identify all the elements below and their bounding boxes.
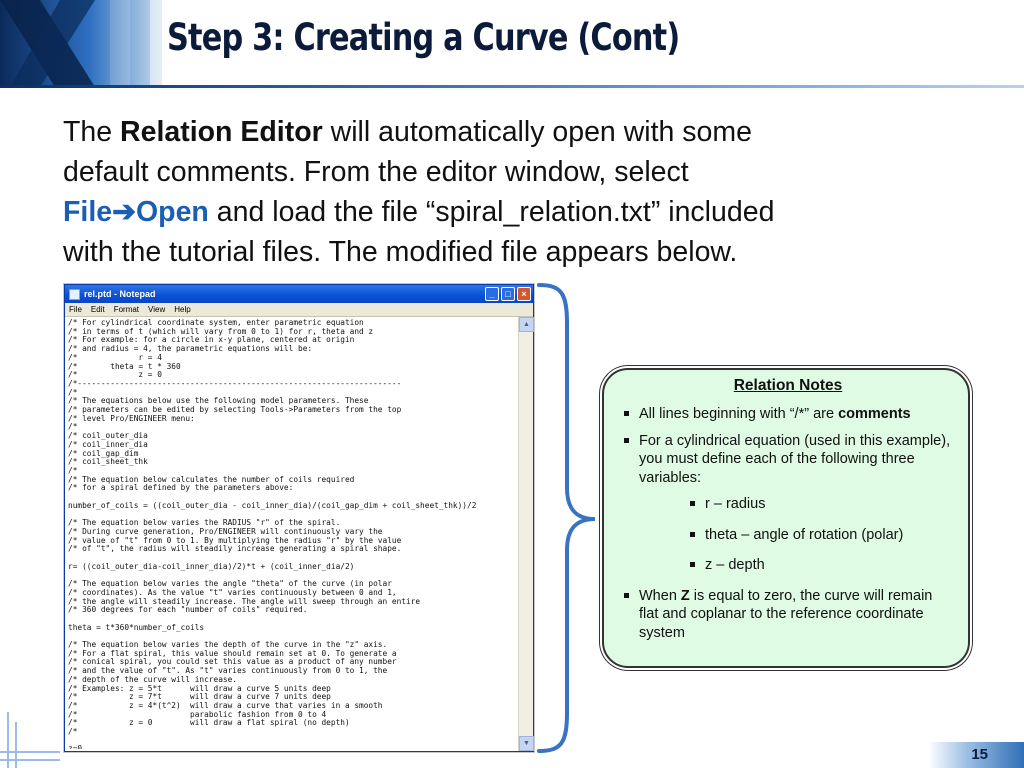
arrow-right-icon: ➔: [112, 196, 136, 228]
scroll-down-icon[interactable]: ▼: [519, 736, 534, 751]
header-divider: [0, 85, 1024, 88]
bullet-icon: [690, 531, 695, 537]
intro-text: and load the file “spiral_relation.txt” …: [208, 196, 775, 228]
note-subtext: r – radius: [705, 496, 766, 512]
header-graphic-icon: [0, 0, 162, 87]
note-subitem: r – radius: [622, 495, 954, 514]
intro-paragraph: The Relation Editor will automatically o…: [63, 112, 963, 272]
menu-edit[interactable]: Edit: [90, 305, 105, 314]
relation-editor-term: Relation Editor: [120, 116, 323, 148]
note-item: When Z is equal to zero, the curve will …: [622, 587, 954, 643]
slide-title: Step 3: Creating a Curve (Cont): [167, 16, 680, 59]
note-subtext: theta – angle of rotation (polar): [705, 526, 904, 543]
notepad-body: /* For cylindrical coordinate system, en…: [65, 317, 534, 751]
notepad-app-icon: [69, 288, 80, 300]
notepad-window: rel.ptd - Notepad _ □ × File Edit Format…: [64, 284, 534, 752]
note-item: All lines beginning with “/*” are commen…: [622, 405, 954, 424]
relation-notes-box: Relation Notes All lines beginning with …: [602, 368, 970, 668]
note-text: All lines beginning with “/*” are: [639, 406, 839, 422]
note-text: is equal to zero, the curve will remain …: [639, 587, 933, 641]
note-text: For a cylindrical equation (used in this…: [639, 432, 951, 486]
intro-line-1: The Relation Editor will automatically o…: [63, 112, 963, 152]
menu-file[interactable]: File: [69, 305, 82, 314]
maximize-icon[interactable]: □: [501, 287, 515, 301]
intro-text: will automatically open with some: [322, 116, 752, 148]
intro-line-3: File➔Open and load the file “spiral_rela…: [63, 192, 963, 232]
open-menu-term: Open: [136, 196, 209, 228]
minimize-icon[interactable]: _: [485, 287, 499, 301]
intro-line-2: default comments. From the editor window…: [63, 156, 689, 188]
bullet-icon: [624, 437, 629, 443]
note-subtext: z – depth: [705, 557, 765, 573]
page-number-bar: 15: [928, 742, 1024, 768]
close-icon[interactable]: ×: [517, 287, 531, 301]
notepad-title: rel.ptd - Notepad: [84, 289, 156, 299]
bullet-icon: [690, 562, 695, 567]
note-subitem: theta – angle of rotation (polar): [622, 526, 954, 545]
note-bold-text: comments: [838, 406, 911, 422]
scroll-up-icon[interactable]: ▲: [519, 317, 534, 332]
footer-graphic-icon: [0, 712, 60, 768]
note-subitem: z – depth: [622, 556, 954, 575]
bullet-icon: [624, 592, 629, 598]
intro-text: The: [63, 116, 121, 148]
menu-help[interactable]: Help: [174, 305, 191, 314]
bullet-icon: [624, 411, 629, 416]
bullet-icon: [690, 501, 695, 506]
note-text: When: [639, 587, 681, 604]
notepad-menubar: File Edit Format View Help: [65, 303, 533, 317]
menu-format[interactable]: Format: [113, 305, 140, 314]
slide-header: Step 3: Creating a Curve (Cont): [0, 0, 1024, 88]
notes-title: Relation Notes: [733, 377, 843, 394]
file-menu-term: File: [63, 196, 113, 228]
notepad-scrollbar[interactable]: ▲ ▼: [518, 317, 534, 751]
note-bold-text: Z: [680, 587, 690, 604]
notepad-text-area[interactable]: /* For cylindrical coordinate system, en…: [68, 319, 477, 749]
menu-view[interactable]: View: [148, 305, 166, 314]
curly-brace-icon: [537, 283, 596, 753]
note-item: For a cylindrical equation (used in this…: [622, 432, 954, 488]
page-number: 15: [971, 746, 988, 763]
intro-line-4: with the tutorial files. The modified fi…: [63, 236, 738, 268]
notepad-titlebar: rel.ptd - Notepad _ □ ×: [65, 285, 533, 303]
